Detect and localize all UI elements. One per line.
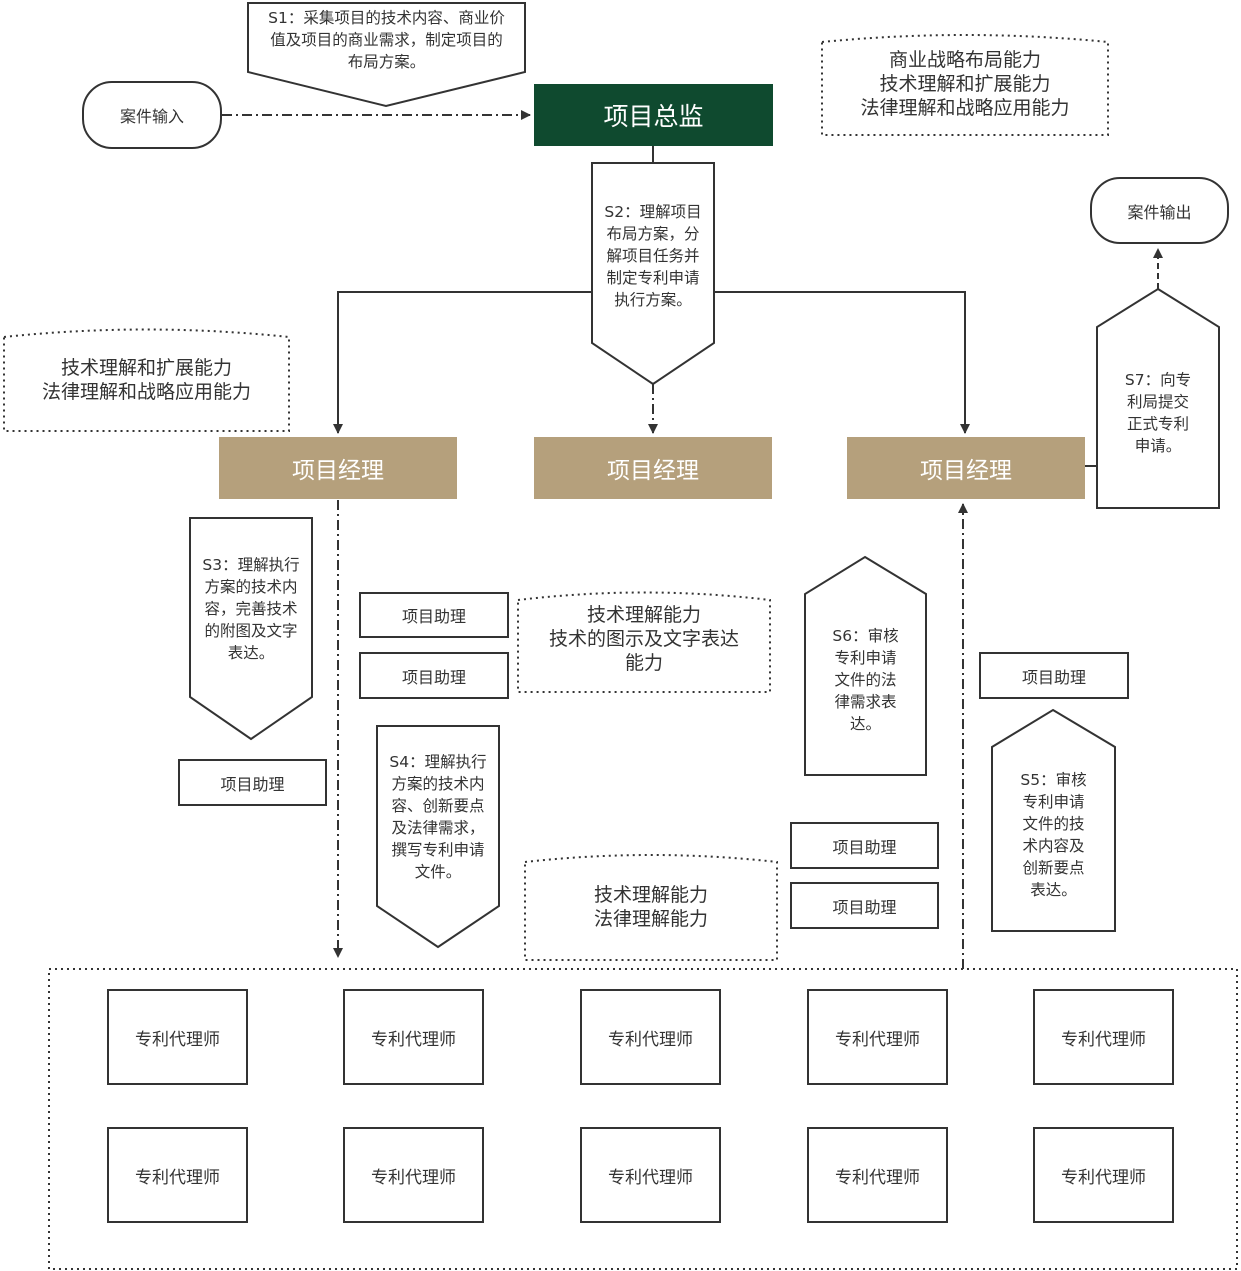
step-s1-text: S1：采集项目的技术内容、商业价 值及项目的商业需求，制定项目的 布局方案。	[268, 9, 505, 71]
project-assistant-center-2: 项目助理	[359, 652, 509, 699]
patent-agent: 专利代理师	[580, 1127, 721, 1223]
patent-agent: 专利代理师	[343, 989, 484, 1085]
capability-director: 商业战略布局能力 技术理解和扩展能力 法律理解和战略应用能力	[860, 49, 1070, 119]
step-s7-text: S7：向专 利局提交 正式专利 申请。	[1124, 371, 1192, 455]
project-manager-center: 项目经理	[534, 437, 772, 499]
step-s6-shape	[804, 555, 927, 776]
patent-agent: 专利代理师	[1033, 989, 1174, 1085]
step-s3-shape	[189, 517, 313, 741]
step-s7-shape	[1096, 287, 1220, 509]
step-s2-text: S2：理解项目 布局方案，分 解项目任务并 制定专利申请 执行方案。	[604, 203, 702, 309]
project-assistant-s6-2: 项目助理	[790, 882, 939, 929]
capability-assistant: 技术理解能力 技术的图示及文字表达 能力	[548, 604, 739, 674]
capability-frame-agent	[524, 854, 778, 961]
step-s4-shape	[376, 725, 500, 949]
project-assistant-center-1: 项目助理	[359, 592, 509, 638]
project-assistant-s5: 项目助理	[979, 652, 1129, 699]
step-s5-shape	[991, 708, 1116, 932]
capability-agent: 技术理解能力 法律理解能力	[593, 884, 708, 930]
case-output-terminal: 案件输出	[1090, 177, 1229, 244]
patent-agent: 专利代理师	[807, 1127, 948, 1223]
capability-frame-director	[821, 34, 1109, 136]
agent-pool-frame	[48, 968, 1238, 1270]
step-s3-text: S3：理解执行 方案的技术内 容，完善技术 的附图及文字 表达。	[202, 556, 300, 662]
project-manager-left: 项目经理	[219, 437, 457, 499]
case-input-terminal: 案件输入	[82, 81, 222, 149]
project-manager-right: 项目经理	[847, 437, 1085, 499]
step-s6-text: S6：审核 专利申请 文件的法 律需求表 达。	[832, 627, 899, 733]
step-s4-text: S4：理解执行 方案的技术内 容、创新要点 及法律需求， 撰写专利申请 文件。	[389, 753, 487, 881]
patent-agent: 专利代理师	[107, 989, 248, 1085]
step-s1-shape	[247, 2, 526, 108]
patent-agent: 专利代理师	[343, 1127, 484, 1223]
patent-agent: 专利代理师	[107, 1127, 248, 1223]
step-s5-text: S5：审核 专利申请 文件的技 术内容及 创新要点 表达。	[1020, 771, 1087, 899]
capability-manager: 技术理解和扩展能力 法律理解和战略应用能力	[41, 357, 251, 403]
patent-agent: 专利代理师	[1033, 1127, 1174, 1223]
project-assistant-s6-1: 项目助理	[790, 822, 939, 869]
patent-agent: 专利代理师	[807, 989, 948, 1085]
project-assistant-s3: 项目助理	[178, 759, 327, 806]
project-director: 项目总监	[534, 84, 773, 146]
connector-director-to-left-manager	[333, 291, 592, 434]
step-s2-shape	[591, 162, 715, 386]
patent-agent: 专利代理师	[580, 989, 721, 1085]
capability-frame-assistant	[517, 591, 771, 693]
connector-director-to-right-manager	[714, 291, 970, 434]
